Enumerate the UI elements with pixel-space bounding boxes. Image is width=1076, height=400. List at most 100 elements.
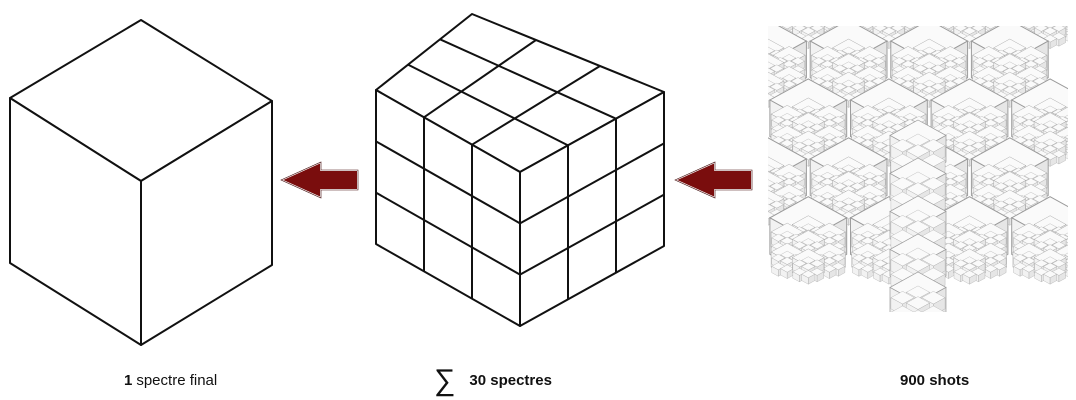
fractal-cube-face [984,0,997,3]
fractal-cube-face [877,11,884,21]
fractal-cube-face [721,120,734,127]
fractal-cube-face [1065,16,1076,23]
fractal-cube-face [666,196,673,206]
fractal-cube-face [1062,26,1063,27]
fractal-cube-face [1043,3,1056,10]
fractal-cube-face [742,0,749,9]
fractal-cube-face [1071,19,1076,29]
arrow-left-icon [280,161,359,199]
fractal-cube-face [975,8,1007,26]
fractal-cube-face [671,190,703,208]
fractal-cube-face [737,136,744,146]
fractal-cube-face [740,128,747,138]
fractal-cube-face [666,182,673,192]
fractal-cube-face [721,21,734,28]
fractal-cube-face [709,202,716,212]
fractal-cube-face [751,234,764,241]
fractal-cube-face [772,11,779,21]
fractal-cube-face [712,258,728,282]
fractal-cube-face [747,84,754,94]
fractal-cube-face [975,0,991,20]
fractal-cube-face [772,2,779,12]
fractal-cube-face [1059,10,1066,20]
fractal-cube-face [731,61,738,71]
fractal-cube-face [707,269,714,279]
fractal-cube-face [942,2,955,9]
fractal-cube-face [728,260,735,270]
fractal-cube-face [660,78,667,88]
fractal-cube-face [675,207,682,217]
fractal-cube-face [721,13,728,23]
fractal-cube-face [693,86,706,93]
fractal-cube-face [707,255,714,265]
fractal-cube-face [963,2,976,9]
fractal-cube-face [1052,0,1065,7]
fractal-cube-face [768,86,776,94]
fractal-cube-face [693,75,709,99]
fractal-cube-face [1035,0,1042,5]
fractal-cube-face [733,246,740,256]
fractal-cube-face [829,0,845,20]
fractal-cube-face [961,3,968,13]
fractal-cube-face [737,0,744,5]
fractal-cube-face [1022,9,1035,16]
fractal-cube-face [712,109,725,116]
fractal-cube-face [1055,8,1076,26]
fractal-cube-face [771,0,803,5]
fractal-cube-face [810,0,817,5]
fractal-cube-face [1071,0,1076,9]
fractal-cube-face [728,7,735,17]
fractal-cube-face [740,64,747,74]
left-grid-line [375,191,521,276]
fractal-cube-face [717,70,724,80]
fractal-cube-face [709,19,722,26]
fractal-cube-face [894,0,910,20]
fractal-cube-face [768,93,776,102]
fractal-cube-face [933,312,945,330]
fractal-cube-face [666,176,673,186]
fractal-cube-face [793,0,800,5]
fractal-cube-face [749,90,756,100]
fractal-cube-face [709,125,722,132]
fractal-cube-face [696,95,703,105]
fractal-cube-face [681,189,688,199]
fractal-cube-face [691,252,707,276]
fractal-cube-face [679,195,686,205]
fractal-cube-face [728,248,735,258]
fractal-cube-face [1043,0,1050,8]
fractal-cube-face [731,55,747,79]
fractal-cube-face [991,5,998,15]
fractal-cube-face [681,64,688,74]
fractal-cube-face [873,6,886,13]
fractal-cube-face [712,117,725,124]
fractal-cube-face [707,123,714,133]
fractal-cube-face [707,232,723,256]
fractal-cube-face [709,136,722,143]
fractal-cube-face [1013,0,1029,20]
fractal-cube-face [768,207,769,224]
fractal-cube-face [1022,16,1035,23]
fractal-cube-face [751,2,758,12]
fractal-cube-face [712,33,725,40]
fractal-cube-face [651,61,658,71]
fractal-cube-face [963,7,970,17]
fractal-cube-face [931,0,1008,3]
fractal-cube-face [740,61,753,68]
fractal-cube-face [895,2,902,12]
fractal-cube-face [668,204,681,211]
fractal-cube-face [737,264,744,274]
fractal-cube-face [753,205,760,215]
fractal-cube-face [721,39,728,49]
fractal-cube-face [721,271,734,278]
fractal-cube-face [698,140,705,150]
fractal-cube-face [1043,0,1050,2]
fractal-cube-face [1037,26,1039,27]
fractal-cube-face [781,13,788,23]
fractal-cube-face [800,10,807,20]
fractal-cube-face [690,87,697,97]
fractal-cube-face [921,305,945,312]
fractal-cube-face [999,26,1000,27]
fractal-cube-face [731,75,747,99]
fractal-cube-face [982,11,989,21]
fractal-cube-face [698,149,705,159]
